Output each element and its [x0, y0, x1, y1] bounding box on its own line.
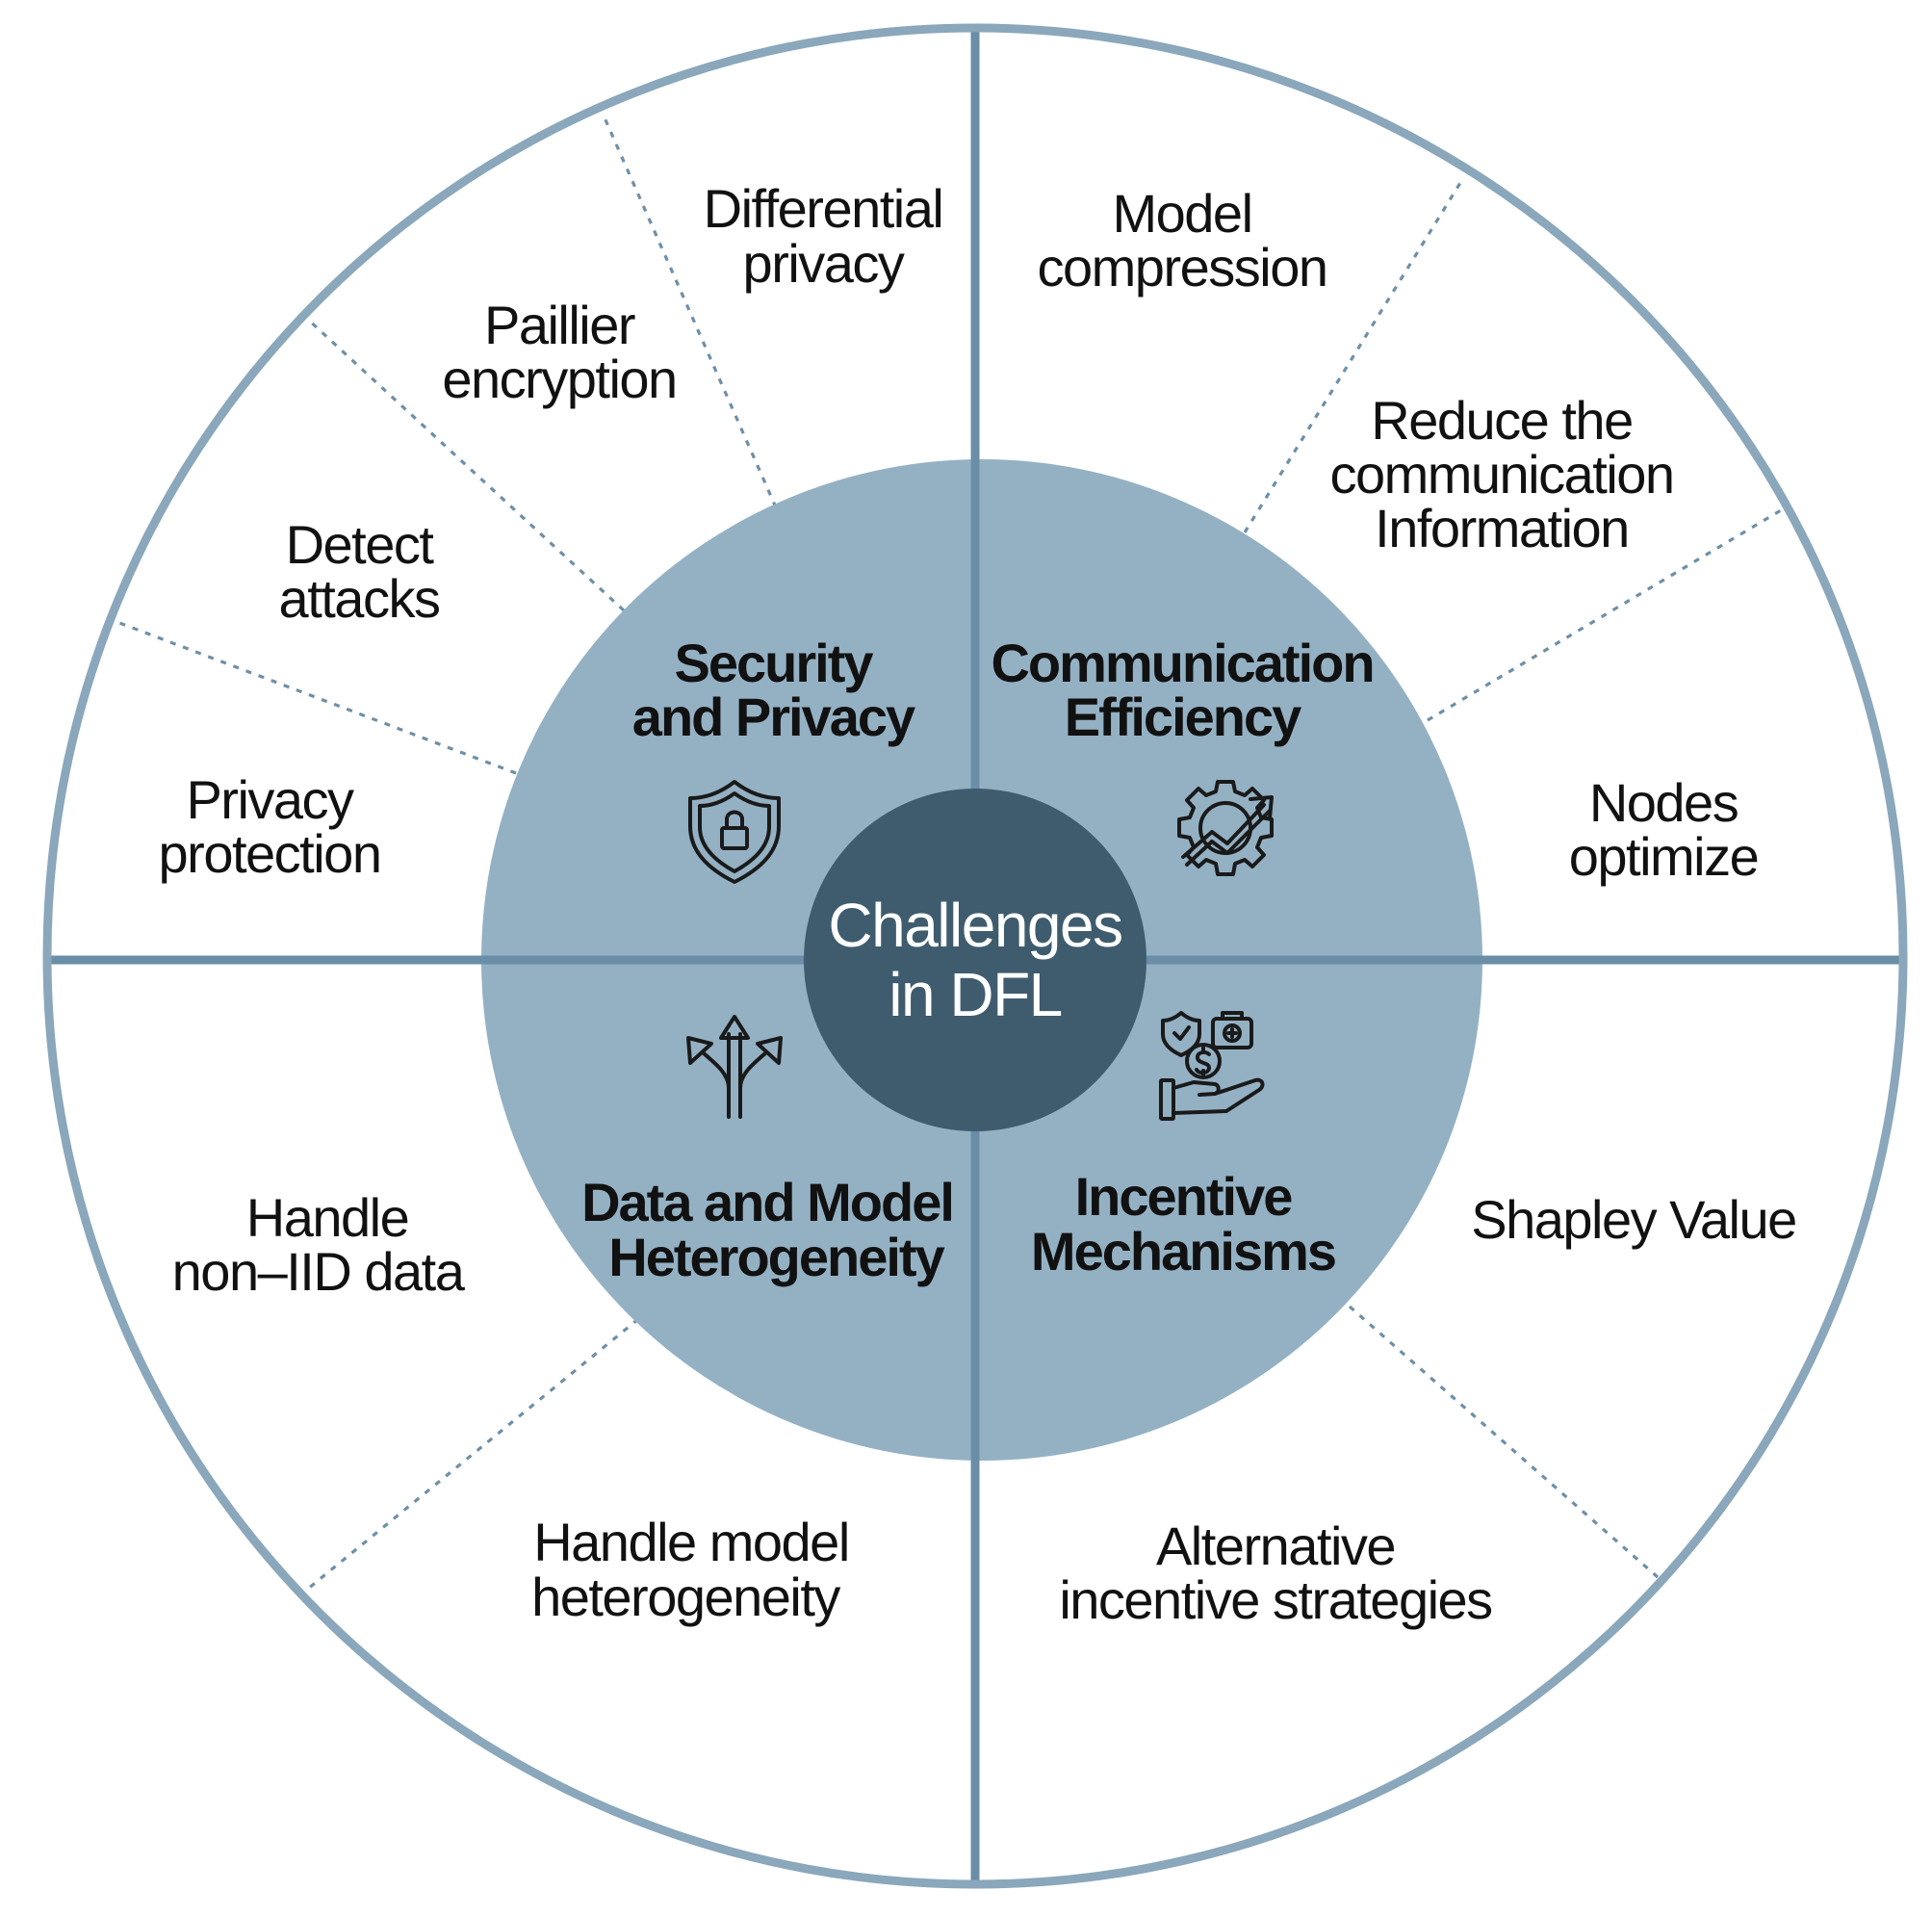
shield-lock-icon [688, 780, 781, 884]
category-label: Efficiency [1065, 686, 1301, 747]
leaf-label: non–IID data [172, 1241, 466, 1302]
category-incentive: Incentive Mechanisms [1031, 1166, 1337, 1282]
category-communication: Communication Efficiency [991, 633, 1375, 747]
leaf-shapley-value: Shapley Value [1471, 1189, 1797, 1250]
leaf-label: Handle model [533, 1512, 849, 1572]
divider-line [1243, 177, 1465, 533]
category-heterogeneity: Data and Model Heterogeneity [581, 1172, 955, 1287]
leaf-label: Shapley Value [1471, 1189, 1796, 1250]
leaf-label: Handle [246, 1187, 408, 1248]
leaf-label: Privacy [186, 769, 354, 830]
leaf-model-compression: Model compression [1038, 183, 1328, 298]
category-label: Mechanisms [1031, 1221, 1335, 1282]
leaf-label: Model [1112, 183, 1251, 244]
leaf-paillier-encryption: Paillier encryption [442, 295, 678, 409]
leaf-label: optimize [1569, 826, 1759, 887]
category-security: Security and Privacy [632, 633, 917, 747]
leaf-label: protection [159, 823, 381, 884]
leaf-label: encryption [442, 349, 676, 409]
divider-line [114, 619, 517, 775]
leaf-label: Detect [286, 514, 435, 575]
leaf-differential-privacy: Differential privacy [704, 178, 944, 294]
category-label: Communication [991, 633, 1373, 693]
gear-trend-icon [1177, 780, 1274, 876]
leaf-alternative-incentive: Alternative incentive strategies [1059, 1515, 1493, 1630]
leaf-label: Paillier [484, 295, 635, 355]
category-label: Incentive [1075, 1166, 1293, 1227]
category-label: and Privacy [632, 686, 915, 747]
leaf-label: Reduce the [1371, 390, 1632, 451]
leaf-nodes-optimize: Nodes optimize [1569, 772, 1760, 887]
hand-coin-icon [1159, 1011, 1265, 1121]
leaf-detect-attacks: Detect attacks [279, 514, 441, 629]
leaf-label: communication [1329, 444, 1673, 505]
leaf-handle-non-iid: Handle non–IID data [172, 1187, 468, 1302]
leaf-privacy-protection: Privacy protection [159, 769, 382, 884]
category-label: Security [675, 633, 874, 693]
branching-arrows-icon [686, 1015, 783, 1119]
category-label: Data and Model [581, 1172, 953, 1232]
divider-line [602, 115, 778, 508]
leaf-handle-model-heterogeneity: Handle model heterogeneity [531, 1512, 850, 1627]
center-title-line2: in DFL [889, 960, 1062, 1029]
leaf-label: Differential [704, 178, 943, 239]
leaf-label: Information [1375, 498, 1629, 558]
leaf-label: compression [1038, 237, 1327, 298]
leaf-reduce-communication: Reduce the communication Information [1329, 390, 1675, 558]
leaf-label: privacy [743, 233, 905, 294]
leaf-label: heterogeneity [531, 1567, 840, 1627]
leaf-label: Alternative [1156, 1515, 1395, 1576]
leaf-label: Nodes [1589, 772, 1738, 833]
leaf-label: attacks [279, 568, 440, 629]
category-label: Heterogeneity [608, 1227, 944, 1287]
sector-dividers [114, 115, 1782, 1591]
leaf-label: incentive strategies [1059, 1569, 1491, 1630]
center-title-line1: Challenges [828, 891, 1121, 960]
center-disc [804, 789, 1146, 1131]
divider-line [306, 1317, 640, 1591]
outer-ring-outline [42, 23, 1908, 1889]
divider-line [1348, 1305, 1660, 1579]
divider-line [1427, 508, 1782, 722]
divider-line [304, 316, 626, 612]
